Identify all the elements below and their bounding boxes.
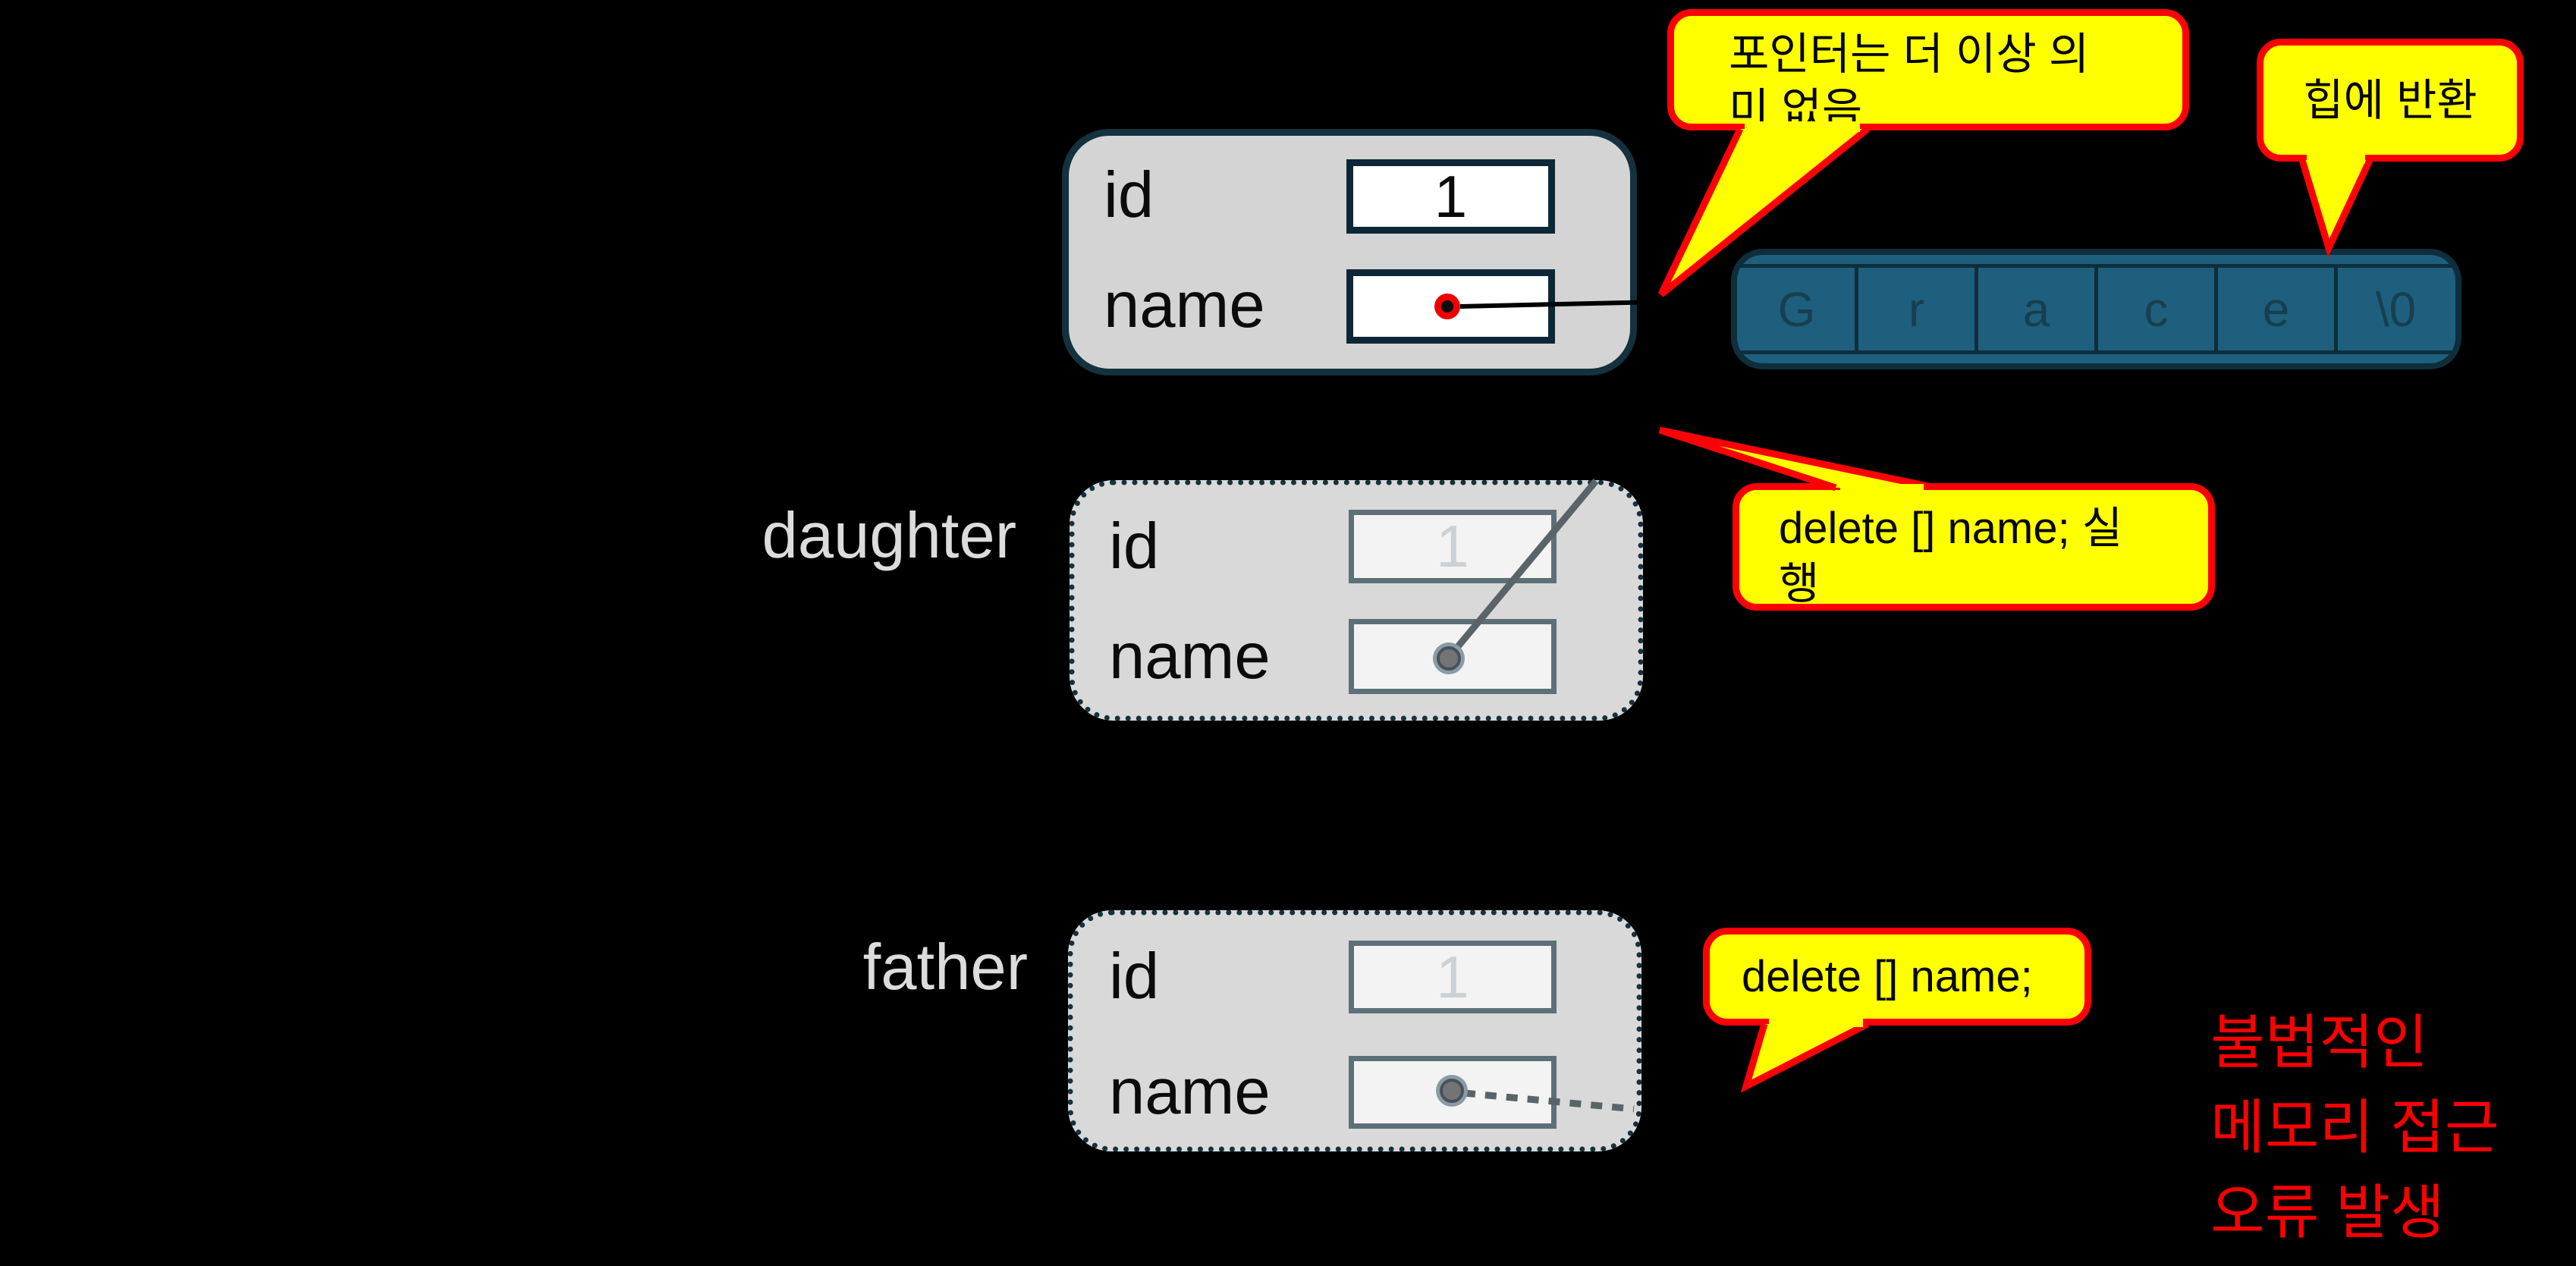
heap-char-array-cells: G r a c e \0 (1739, 264, 2454, 354)
daughter-name-field (1349, 619, 1557, 694)
array-cell: a (1974, 268, 2094, 350)
daughter-name-label: name (1109, 620, 1271, 693)
person-name-field (1346, 269, 1555, 344)
father-name-field (1349, 1056, 1557, 1129)
callout-line: delete [] name; 실 (1779, 504, 2123, 553)
callout-pointer-meaningless: 포인터는 더 이상 의 미 없음 (1667, 9, 2189, 134)
callout-tail-heap-returned (2298, 152, 2373, 258)
daughter-id-field: 1 (1349, 510, 1557, 583)
array-cell: \0 (2334, 268, 2454, 350)
daughter-id-label: id (1109, 510, 1160, 583)
error-line: 불법적인 (2210, 1009, 2429, 1076)
daughter-id-value: 1 (1436, 513, 1469, 580)
array-cell: r (1855, 268, 1974, 350)
callout-line: delete [] name; (1742, 952, 2033, 1001)
father-owner-label: father (862, 931, 1028, 1004)
callout-tail-delete-statement (1740, 1017, 1870, 1093)
person-id-label: id (1104, 159, 1154, 231)
father-id-label: id (1109, 941, 1160, 1013)
array-cell: c (2094, 268, 2214, 350)
error-line: 오류 발생 (2210, 1179, 2445, 1246)
daughter-owner-label: daughter (762, 500, 1016, 572)
array-cell: e (2214, 268, 2334, 350)
callout-line: 행 (1779, 559, 1820, 608)
person-name-label: name (1104, 269, 1265, 341)
person-id-value: 1 (1434, 162, 1468, 230)
callout-line: 힙에 반환 (2303, 75, 2477, 125)
error-message: 불법적인 메모리 접근 오류 발생 (2210, 1000, 2499, 1255)
callout-line: 미 없음 (1729, 85, 1863, 134)
father-id-field: 1 (1349, 941, 1557, 1013)
error-line: 메모리 접근 (2210, 1094, 2499, 1161)
callout-heap-returned: 힙에 반환 (2257, 39, 2524, 162)
array-cell: G (1777, 281, 1816, 337)
person-id-field: 1 (1346, 159, 1555, 234)
father-id-value: 1 (1436, 943, 1469, 1010)
callout-delete-executed: delete [] name; 실 행 (1733, 483, 2215, 611)
father-name-label: name (1109, 1056, 1271, 1128)
callout-line: 포인터는 더 이상 의 (1729, 30, 2090, 79)
callout-delete-statement: delete [] name; (1703, 928, 2091, 1026)
heap-char-array: G r a c e \0 (1731, 249, 2461, 369)
